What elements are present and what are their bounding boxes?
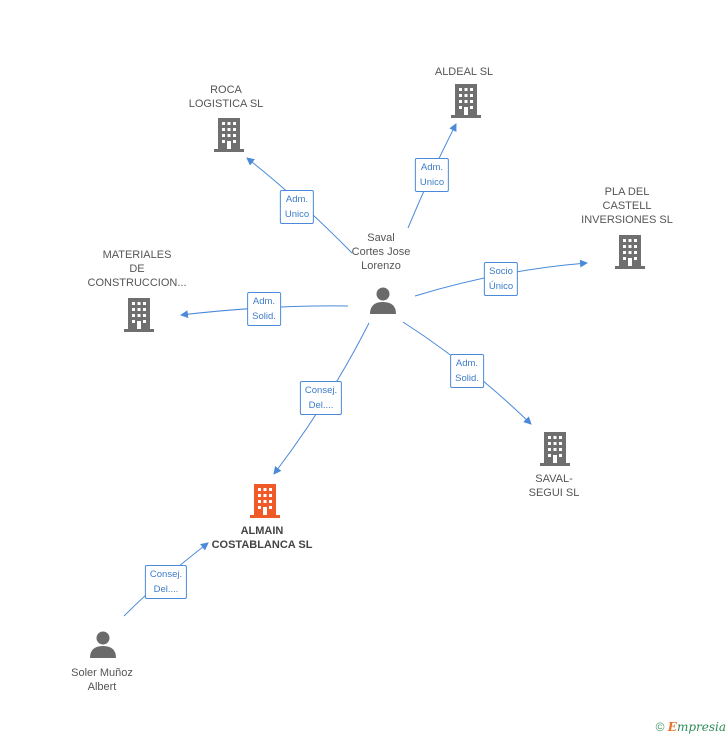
- saval-person-icon[interactable]: [369, 286, 397, 314]
- roca-label[interactable]: ROCA LOGISTICA SL: [188, 84, 264, 110]
- saval-segui-label[interactable]: SAVAL- SEGUI SL: [528, 473, 580, 499]
- almain-building-icon[interactable]: [250, 484, 280, 518]
- soler-person-icon[interactable]: [89, 630, 117, 658]
- copyright-symbol: ©: [655, 720, 665, 734]
- brand-logo: Empresia: [667, 720, 726, 734]
- aldeal-label[interactable]: ALDEAL SL: [434, 66, 494, 78]
- roca-building-icon[interactable]: [214, 118, 244, 152]
- saval-label[interactable]: Saval Cortes Jose Lorenzo: [351, 232, 411, 272]
- pla-label[interactable]: PLA DEL CASTELL INVERSIONES SL: [581, 186, 673, 226]
- edge-label-materiales[interactable]: Adm. Solid.: [247, 292, 281, 326]
- almain-label[interactable]: ALMAIN COSTABLANCA SL: [211, 525, 313, 551]
- pla-building-icon[interactable]: [615, 235, 645, 269]
- edge-label-pla[interactable]: Socio Único: [483, 262, 519, 296]
- soler-label[interactable]: Soler Muñoz Albert: [71, 667, 133, 693]
- edge-label-soler[interactable]: Consej. Del....: [144, 565, 188, 599]
- materiales-label[interactable]: MATERIALES DE CONSTRUCCION...: [87, 249, 187, 289]
- saval-segui-building-icon[interactable]: [540, 432, 570, 466]
- aldeal-building-icon[interactable]: [451, 84, 481, 118]
- edge-label-roca[interactable]: Adm. Unico: [279, 190, 315, 224]
- edge-label-almain[interactable]: Consej. Del....: [299, 381, 343, 415]
- footer-brand[interactable]: © Empresia: [656, 720, 726, 734]
- edge-label-saval-segui[interactable]: Adm. Solid.: [450, 354, 484, 388]
- materiales-building-icon[interactable]: [124, 298, 154, 332]
- edge-label-aldeal[interactable]: Adm. Unico: [414, 158, 450, 192]
